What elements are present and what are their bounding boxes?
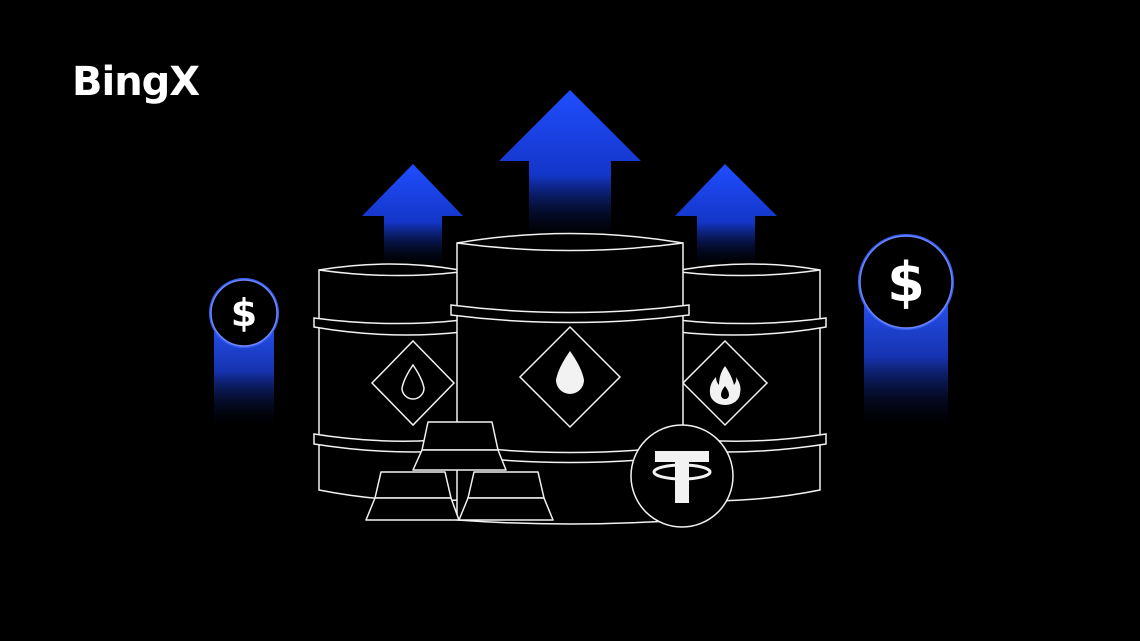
- up-arrow-center: [499, 90, 641, 245]
- oil-barrel-center: [450, 232, 690, 525]
- flame-icon: [681, 339, 769, 427]
- gold-bar-bottom-left: [365, 471, 460, 521]
- water-drop-outline-icon: [370, 339, 456, 427]
- dollar-coin-left: $: [209, 278, 279, 348]
- dollar-icon: $: [231, 291, 257, 335]
- svg-text:$: $: [231, 291, 257, 335]
- gold-bars: [365, 421, 554, 521]
- up-arrow-right: [675, 164, 777, 270]
- up-arrow-left: [362, 164, 463, 270]
- bingx-logo: BingX: [72, 59, 200, 105]
- tether-icon: [630, 424, 734, 528]
- gold-bar-top: [412, 421, 507, 471]
- oil-drop-icon: [518, 325, 622, 429]
- dollar-coin-right: $: [858, 234, 954, 330]
- dollar-icon: $: [887, 251, 925, 314]
- svg-text:$: $: [887, 251, 925, 314]
- gold-bar-bottom-right: [458, 471, 554, 521]
